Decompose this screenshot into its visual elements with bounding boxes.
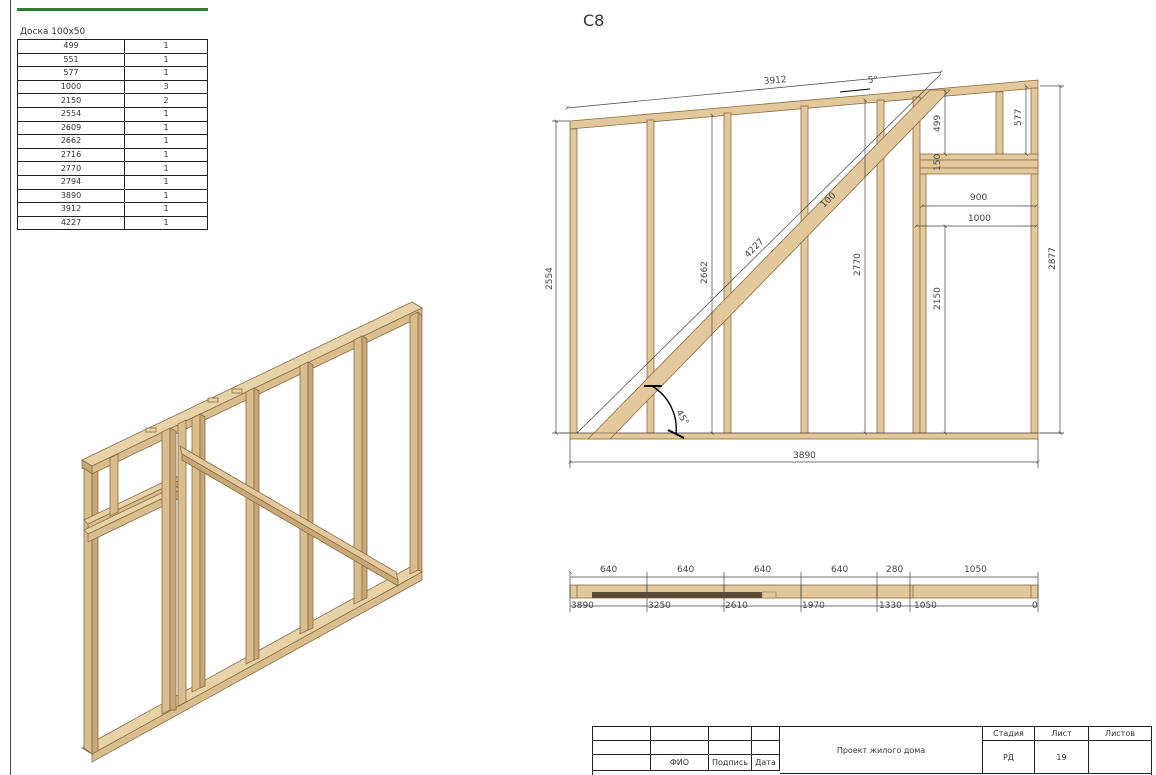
dim-2150: 2150 bbox=[933, 287, 943, 310]
elevation-dimensions bbox=[552, 72, 1064, 468]
plate-mark-5: 1330 bbox=[879, 601, 902, 611]
dim-bottom-length: 3890 bbox=[793, 451, 816, 461]
tb-sheets-value bbox=[1089, 741, 1151, 774]
sheet-title: С8 bbox=[583, 11, 605, 30]
dim-stud-2770: 2770 bbox=[853, 253, 863, 276]
dim-diag-4227: 4227 bbox=[743, 237, 766, 260]
tb-sheet-value: 19 bbox=[1035, 741, 1089, 774]
dim-right-height: 2877 bbox=[1048, 247, 1058, 270]
dim-1000: 1000 bbox=[968, 214, 991, 224]
tb-cell bbox=[651, 727, 709, 741]
plate-spacing-1: 640 bbox=[600, 565, 617, 575]
tb-cell bbox=[709, 741, 752, 755]
dim-left-height: 2554 bbox=[545, 267, 555, 290]
tb-sheets-label: Листов bbox=[1089, 727, 1151, 741]
tb-cell bbox=[593, 755, 651, 771]
cut-list-title: Доска 100х50 bbox=[20, 27, 86, 37]
tb-sheet-label: Лист bbox=[1035, 727, 1089, 741]
tb-fio-label: ФИО bbox=[651, 755, 709, 771]
dim-499: 499 bbox=[933, 115, 943, 132]
elevation-labels: 3912 5° 2554 2662 4227 100 2770 499 577 … bbox=[545, 75, 1058, 461]
dim-slope: 5° bbox=[867, 75, 878, 86]
tb-sign-label: Подпись bbox=[709, 755, 752, 771]
dim-top-length: 3912 bbox=[763, 75, 787, 87]
plate-spacing-6: 1050 bbox=[964, 565, 987, 575]
plate-spacing-4: 640 bbox=[831, 565, 848, 575]
plate-mark-6: 1050 bbox=[914, 601, 937, 611]
plate-mark-4: 1970 bbox=[802, 601, 825, 611]
title-block: ФИО Подпись Дата Проект жилого дома Стад… bbox=[592, 726, 1152, 775]
tb-date-label: Дата bbox=[752, 755, 780, 771]
tb-cell bbox=[651, 741, 709, 755]
plate-mark-2: 3250 bbox=[648, 601, 671, 611]
isometric-wall-frame bbox=[81, 301, 423, 763]
plate-mark-3: 2610 bbox=[725, 601, 748, 611]
plate-layout: 640 640 640 640 280 1050 3890 3250 2610 … bbox=[570, 565, 1039, 612]
elevation-wall-frame bbox=[569, 79, 1039, 440]
drawing-frame-left-edge bbox=[10, 0, 11, 775]
table-header-accent bbox=[17, 8, 208, 11]
tb-cell bbox=[752, 741, 780, 755]
tb-cell bbox=[593, 727, 651, 741]
tb-stage-value: РД bbox=[983, 741, 1035, 774]
plate-mark-1: 3890 bbox=[571, 601, 594, 611]
plate-mark-7: 0 bbox=[1032, 601, 1038, 611]
tb-stage-label: Стадия bbox=[983, 727, 1035, 741]
dim-577: 577 bbox=[1014, 109, 1024, 126]
plate-spacing-2: 640 bbox=[677, 565, 694, 575]
plate-spacing-5: 280 bbox=[886, 565, 903, 575]
tb-cell bbox=[752, 727, 780, 741]
tb-cell bbox=[593, 741, 651, 755]
cut-qty-cell: 1 bbox=[124, 215, 208, 231]
tb-project-name: Проект жилого дома bbox=[780, 727, 983, 774]
tb-cell bbox=[709, 727, 752, 741]
dim-900: 900 bbox=[970, 193, 987, 203]
dim-150: 150 bbox=[933, 154, 943, 171]
dim-stud-2662: 2662 bbox=[700, 261, 710, 284]
plate-spacing-3: 640 bbox=[754, 565, 771, 575]
